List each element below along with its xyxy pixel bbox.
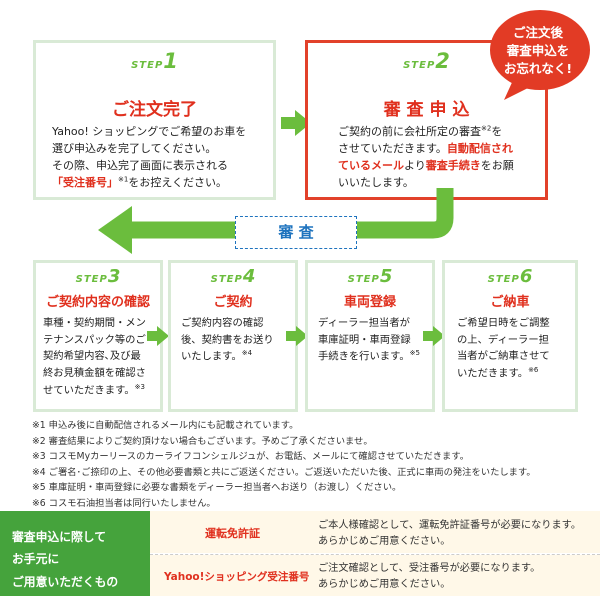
- step5-body: ディーラー担当者が 車庫証明・車両登録 手続きを行います。※5: [318, 317, 420, 363]
- arrow-right-icon: [147, 326, 169, 346]
- review-label: 審 査: [235, 216, 357, 249]
- step6-card: STEP6 ご納車 ご希望日時をご調整 の上、ディーラー担 当者がご納車させて …: [442, 260, 578, 412]
- footnote: ※1 申込み後に自動配信されるメール内にも記載されています。: [32, 420, 299, 431]
- step1-label: STEP1: [131, 49, 178, 73]
- step3-title: ご契約内容の確認: [45, 295, 150, 310]
- step3-label: STEP3: [75, 266, 121, 287]
- step1-body: Yahoo! ショッピングでご希望のお車を 選び申込みを完了してください。 その…: [52, 125, 247, 190]
- step4-card: STEP4 ご契約 ご契約内容の確認 後、契約書をお送り いたします。※4: [168, 260, 298, 412]
- step5-label: STEP5: [347, 266, 393, 287]
- reminder-badge: ご注文後 審査申込を お忘れなく!: [484, 8, 592, 102]
- footnote: ※2 審査結果によりご契約頂けない場合もございます。予めご了承くださいませ。: [32, 435, 373, 447]
- footnotes: ※1 申込み後に自動配信されるメール内にも記載されています。 ※2 審査結果によ…: [32, 418, 587, 512]
- step4-title: ご契約: [213, 295, 253, 310]
- footnote: ※3 コスモMyカーリースのカーライフコンシェルジュが、お電話、メールにて確認さ…: [32, 451, 470, 463]
- prep-heading: 審査申込に際して お手元に ご用意いただくもの: [0, 511, 150, 596]
- prep-item-order-number: Yahoo!ショッピング受注番号: [164, 571, 310, 583]
- step3-body: 車種・契約期間・メン テナンスパック等のご 契約希望内容､及び最 終お見積金額を…: [43, 317, 146, 397]
- step1-title: ご注文完了: [112, 100, 197, 120]
- flow-elbow-arrow: [98, 188, 454, 254]
- step5-card: STEP5 車両登録 ディーラー担当者が 車庫証明・車両登録 手続きを行います。…: [305, 260, 435, 412]
- arrow-right-icon: [281, 110, 311, 136]
- step2-label: STEP2: [403, 49, 450, 73]
- step6-body: ご希望日時をご調整 の上、ディーラー担 当者がご納車させて いただきます。※6: [457, 317, 550, 380]
- footnote: ※6 コスモ石油担当者は同行いたしません。: [32, 498, 216, 510]
- step2-body: ご契約の前に会社所定の審査※2を させていただきます。自動配信され ているメール…: [338, 124, 514, 190]
- footnote: ※4 ご署名･ご捺印の上、その他必要書類と共にご返送ください。ご返送いただいた後…: [32, 466, 536, 478]
- step2-title: 審 査 申 込: [383, 100, 470, 120]
- prep-row-order-number: Yahoo!ショッピング受注番号 ご注文確認として、受注番号が必要になります。 …: [150, 555, 600, 596]
- arrow-right-icon: [423, 326, 445, 346]
- arrow-right-icon: [286, 326, 308, 346]
- prep-row-license: 運転免許証 ご本人様確認として、運転免許証番号が必要になります。 あらかじめご用…: [150, 511, 600, 553]
- step1-card: STEP1 ご注文完了 Yahoo! ショッピングでご希望のお車を 選び申込みを…: [33, 40, 276, 200]
- step4-body: ご契約内容の確認 後、契約書をお送り いたします。※4: [181, 317, 274, 363]
- step3-card: STEP3 ご契約内容の確認 車種・契約期間・メン テナンスパック等のご 契約希…: [33, 260, 163, 412]
- step6-title: ご納車: [490, 295, 530, 310]
- footnote: ※5 車庫証明・車両登録に必要な書類をディーラー担当者へお送り（お渡し）ください…: [32, 482, 402, 494]
- step5-title: 車両登録: [343, 295, 396, 310]
- step6-label: STEP6: [487, 266, 533, 287]
- step4-label: STEP4: [210, 266, 256, 287]
- prep-item-license: 運転免許証: [205, 527, 260, 540]
- divider: [150, 554, 600, 556]
